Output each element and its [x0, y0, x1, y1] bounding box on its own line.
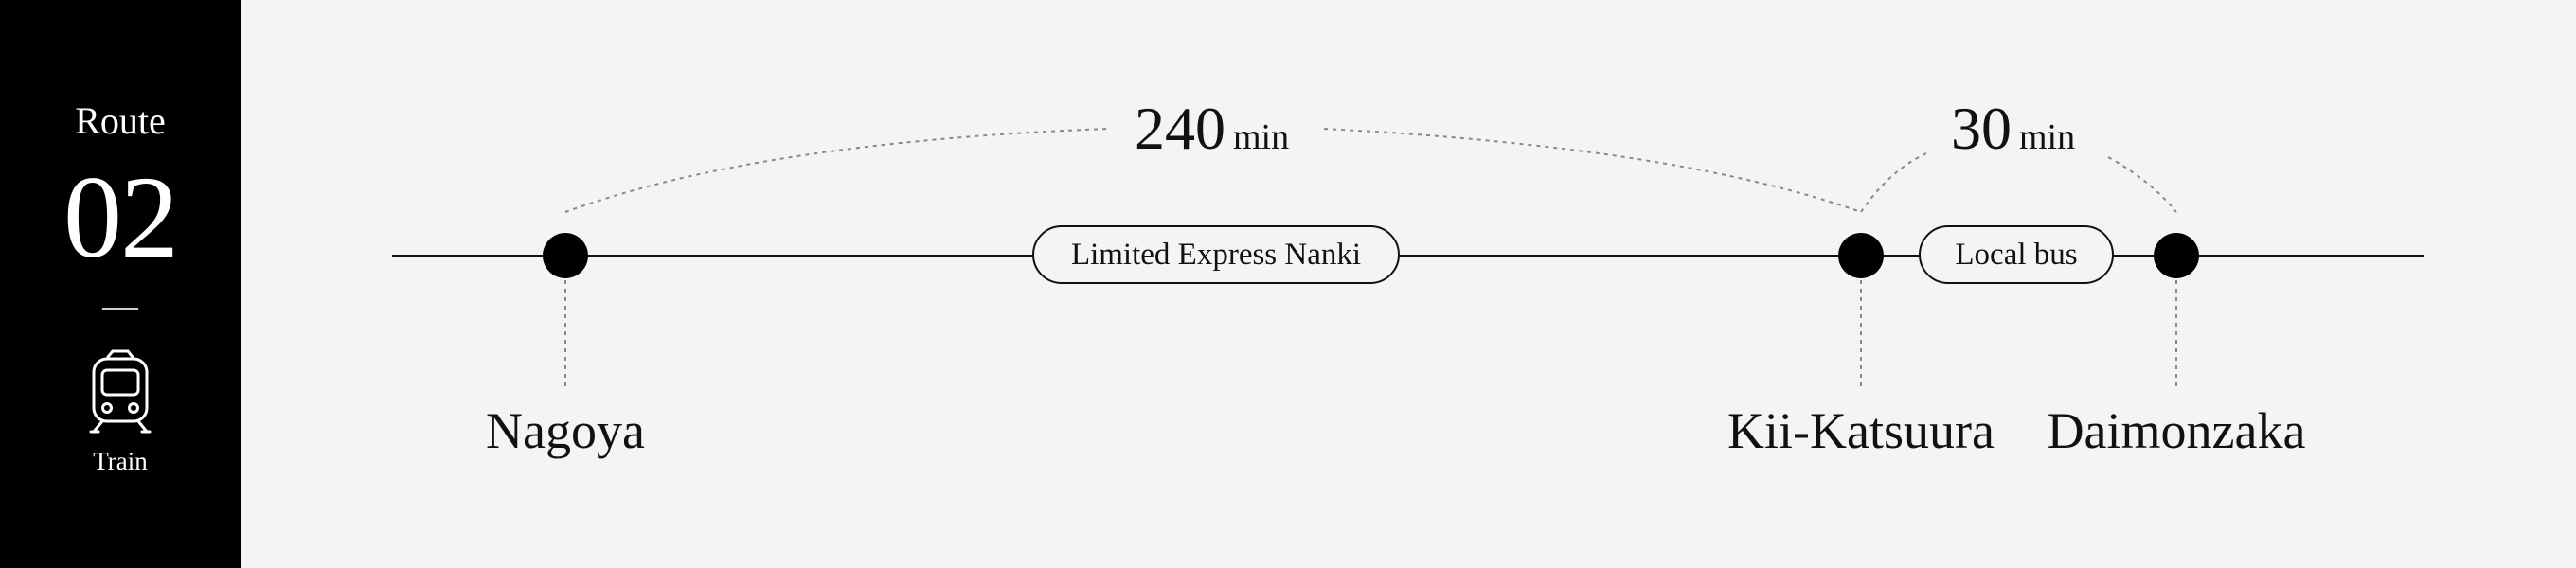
station-name-daimonzaka: Daimonzaka	[2047, 402, 2306, 459]
duration-arc-right	[1323, 128, 1862, 213]
train-icon	[89, 349, 152, 434]
station-dot-nagoya	[543, 233, 588, 278]
sidebar-divider	[102, 308, 138, 310]
duration-arc-left	[564, 128, 1109, 213]
route-number: 02	[63, 152, 179, 282]
station-name-kii-katsuura: Kii-Katsuura	[1727, 402, 1995, 459]
station-dot-daimonzaka	[2154, 233, 2199, 278]
station-dot-kii-katsuura	[1838, 233, 1884, 278]
duration-unit: min	[2019, 117, 2076, 157]
service-pill-bus: Local bus	[1919, 225, 2114, 284]
mode-label: Train	[93, 447, 148, 475]
duration-value: 240	[1135, 95, 1225, 162]
duration-arc-bus-right	[2107, 156, 2177, 213]
route-sidebar: Route 02 Train	[0, 0, 241, 568]
station-name-nagoya: Nagoya	[486, 402, 645, 459]
duration-value: 30	[1951, 95, 2012, 162]
route-label: Route	[75, 99, 166, 142]
duration-arc-bus-left	[1860, 152, 1927, 213]
service-pill-express: Limited Express Nanki	[1032, 225, 1400, 284]
duration-unit: min	[1233, 117, 1290, 157]
